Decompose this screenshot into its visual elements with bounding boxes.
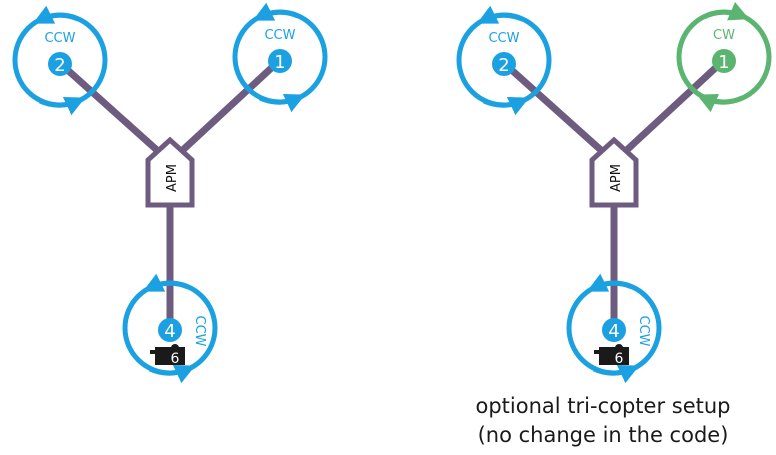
caption-line-2: (no change in the code): [477, 423, 729, 447]
motor-number: 2: [54, 55, 65, 76]
motor-4: CCW 4 6: [566, 273, 662, 384]
motor-number: 2: [498, 55, 509, 76]
controller-label: APM: [609, 164, 624, 192]
motor-direction-label: CCW: [636, 315, 651, 346]
servo-icon: 6: [150, 344, 185, 367]
apm-controller: APM: [589, 136, 639, 208]
motor-hub: [602, 318, 626, 342]
motor-hub: [712, 49, 736, 73]
rotation-arrow-icon: [696, 93, 744, 113]
servo-number: 6: [615, 351, 624, 367]
motor-2: CCW 2: [456, 5, 552, 116]
motor-2: CCW 2: [12, 5, 108, 116]
rotation-arrow-icon: [38, 96, 86, 116]
rotation-arrow-icon: [142, 273, 189, 292]
rotation-arrow-icon: [252, 2, 299, 21]
rotation-arrow-icon: [482, 96, 530, 116]
frame-arms: [58, 56, 284, 332]
motor-direction-label: CW: [713, 28, 735, 43]
motor-number: 1: [718, 52, 729, 73]
arm-motor-1: [612, 56, 728, 164]
left-diagram: CCW 2 CCW 1 APM CCW 4: [12, 2, 328, 384]
motor-1: CW 1: [676, 2, 772, 113]
rotation-arrow-icon: [32, 5, 79, 24]
motor-hub: [268, 49, 292, 73]
frame-arms: [502, 56, 728, 332]
arm-motor-2: [58, 61, 172, 164]
rotation-arrow-icon: [586, 273, 633, 292]
rotation-arrow-icon: [258, 93, 306, 113]
apm-controller: APM: [145, 136, 195, 208]
caption-line-1: optional tri-copter setup: [475, 394, 731, 418]
motor-4: CCW 4 6: [122, 273, 218, 384]
rotation-arrow-icon: [702, 2, 750, 21]
motor-direction-label: CCW: [44, 31, 75, 46]
rotation-arrow-icon: [148, 364, 196, 384]
motor-number: 1: [274, 52, 285, 73]
rotation-arrow-icon: [476, 5, 523, 24]
arm-motor-2: [502, 61, 616, 164]
servo-icon: 6: [594, 344, 629, 367]
rotation-arrow-icon: [592, 364, 640, 384]
motor-direction-label: CCW: [192, 315, 207, 346]
motor-hub: [158, 318, 182, 342]
controller-label: APM: [165, 164, 180, 192]
servo-number: 6: [171, 351, 180, 367]
right-diagram: CCW 2 CW 1 APM CCW 4: [456, 2, 772, 384]
motor-direction-label: CCW: [264, 28, 295, 43]
arm-motor-1: [168, 56, 284, 164]
motor-number: 4: [164, 321, 175, 342]
motor-1: CCW 1: [232, 2, 328, 113]
motor-hub: [48, 52, 72, 76]
motor-direction-label: CCW: [488, 31, 519, 46]
motor-number: 4: [608, 321, 619, 342]
motor-hub: [492, 52, 516, 76]
